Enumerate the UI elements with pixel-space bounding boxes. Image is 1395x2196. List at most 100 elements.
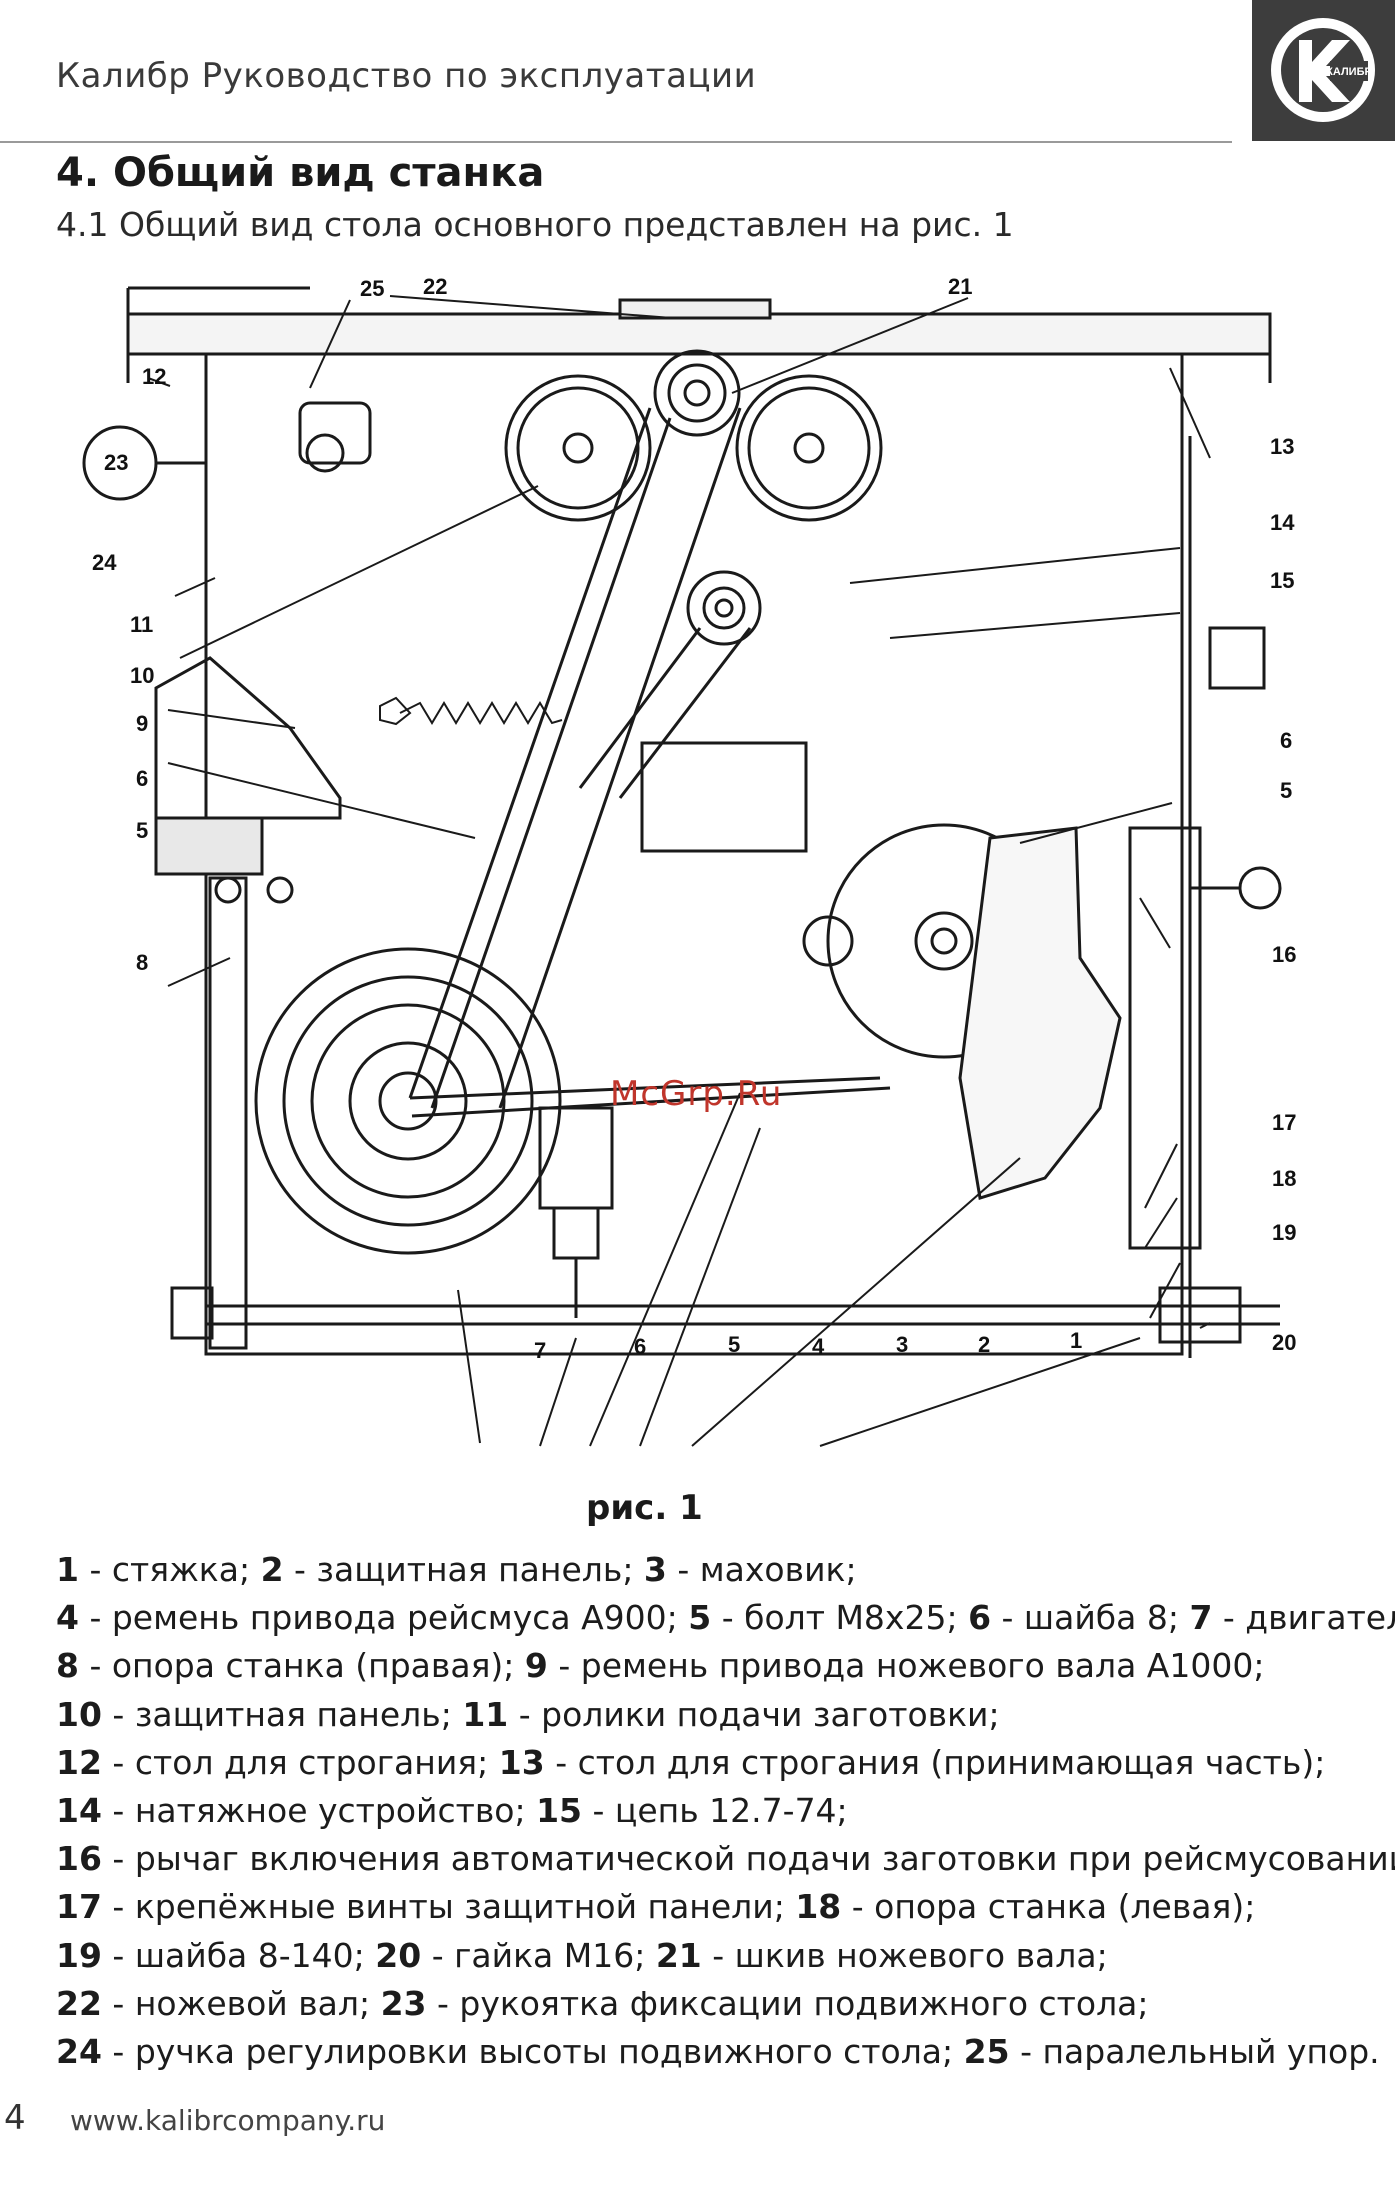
legend-part-number: 3: [643, 1550, 667, 1589]
legend-part-description: - рычаг включения автоматической подачи …: [101, 1839, 1395, 1879]
callout-label: 11: [130, 612, 153, 637]
legend-row: 10 - защитная панель; 11 - ролики подачи…: [56, 1691, 1395, 1739]
legend-part-description: - ролики подачи заготовки;: [508, 1694, 1000, 1734]
legend-part-number: 25: [963, 2031, 1010, 2071]
legend-row: 17 - крепёжные винты защитной панели; 18…: [56, 1883, 1395, 1931]
legend-part-number: 4: [56, 1598, 79, 1638]
callout-label: 24: [92, 550, 117, 575]
legend-row: 19 - шайба 8-140; 20 - гайка М16; 21 - ш…: [56, 1932, 1395, 1980]
callout-label: 9: [136, 711, 148, 736]
legend-part-description: - маховик;: [666, 1550, 857, 1589]
kalibr-logo: КАЛИБР: [1252, 0, 1395, 141]
callout-label: 3: [896, 1332, 908, 1357]
legend-part-number: 16: [56, 1839, 102, 1879]
legend-part-number: 15: [536, 1790, 583, 1830]
legend-part-number: 24: [56, 2031, 102, 2071]
legend-part-description: - шайба 8-140;: [101, 1935, 376, 1975]
legend-part-number: 10: [56, 1694, 102, 1734]
callout-label: 22: [423, 274, 447, 299]
machine-diagram: 25 22 21 12 13 23 14 24 15 11 10 9 6 6 5…: [60, 258, 1320, 1486]
legend-row: 22 - ножевой вал; 23 - рукоятка фиксации…: [56, 1980, 1395, 2028]
legend-part-description: - защитная панель;: [283, 1550, 644, 1589]
callout-label: 5: [728, 1332, 740, 1357]
callout-label: 25: [360, 276, 384, 301]
legend-part-description: - защитная панель;: [101, 1694, 463, 1734]
legend-part-number: 1: [56, 1550, 79, 1589]
legend-part-description: - стяжка;: [78, 1550, 261, 1589]
callout-label: 12: [142, 364, 166, 389]
callout-label: 20: [1272, 1330, 1296, 1355]
legend-part-number: 11: [462, 1694, 509, 1734]
callout-label: 1: [1070, 1328, 1082, 1353]
callout-label: 5: [136, 818, 148, 843]
legend-part-number: 19: [56, 1935, 102, 1975]
callout-label: 16: [1272, 942, 1296, 967]
legend-row: 8 - опора станка (правая); 9 - ремень пр…: [56, 1642, 1395, 1690]
legend-part-description: - шайба 8;: [991, 1598, 1190, 1638]
callout-label: 6: [1280, 728, 1292, 753]
page-number: 4: [4, 2098, 26, 2138]
legend-part-number: 8: [56, 1646, 79, 1686]
callout-label: 8: [136, 950, 148, 975]
callout-label: 13: [1270, 434, 1294, 459]
callout-label: 14: [1270, 510, 1295, 535]
legend-part-description: - двигатель;: [1222, 1598, 1395, 1638]
footer-url[interactable]: www.kalibrcompany.ru: [70, 2104, 386, 2137]
legend-part-number: 20: [375, 1935, 422, 1975]
callout-label: 4: [812, 1334, 825, 1359]
legend-part-description: - рукоятка фиксации подвижного стола;: [426, 1983, 1149, 2023]
legend-part-number: 23: [380, 1983, 427, 2023]
legend-part-description: - стол для строгания (принимающая часть)…: [544, 1742, 1326, 1782]
section-title: 4. Общий вид станка: [56, 150, 545, 196]
legend-part-number: 5: [688, 1598, 712, 1638]
callout-label: 19: [1272, 1220, 1296, 1245]
watermark: McGrp.Ru: [610, 1074, 783, 1114]
legend-part-description: - ручка регулировки высоты подвижного ст…: [101, 2031, 964, 2071]
document-header-title: Калибр Руководство по эксплуатации: [56, 56, 757, 96]
legend-row: 4 - ремень привода рейсмуса А900; 5 - бо…: [56, 1594, 1395, 1642]
svg-text:КАЛИБР: КАЛИБР: [1326, 66, 1372, 78]
callout-label: 10: [130, 663, 154, 688]
callout-label: 17: [1272, 1110, 1296, 1135]
legend-part-number: 18: [795, 1887, 842, 1927]
callout-label: 15: [1270, 568, 1294, 593]
legend-row: 24 - ручка регулировки высоты подвижного…: [56, 2028, 1395, 2076]
legend-part-number: 17: [56, 1887, 102, 1927]
figure-caption: рис. 1: [586, 1488, 703, 1528]
legend-part-description: - натяжное устройство;: [101, 1790, 537, 1830]
legend-part-number: 21: [655, 1935, 702, 1975]
legend-row: 14 - натяжное устройство; 15 - цепь 12.7…: [56, 1787, 1395, 1835]
legend-row: 12 - стол для строгания; 13 - стол для с…: [56, 1739, 1395, 1787]
legend-part-number: 9: [524, 1646, 548, 1686]
callout-label: 6: [634, 1334, 646, 1359]
legend-row: 1 - стяжка; 2 - защитная панель; 3 - мах…: [56, 1546, 1395, 1594]
legend-part-description: - крепёжные винты защитной панели;: [101, 1887, 796, 1927]
legend-part-description: - ремень привода ножевого вала А1000;: [547, 1646, 1265, 1686]
legend-part-number: 2: [260, 1550, 284, 1589]
legend-part-description: - шкив ножевого вала;: [701, 1935, 1108, 1975]
legend-part-description: - стол для строгания;: [101, 1742, 499, 1782]
parts-legend: 1 - стяжка; 2 - защитная панель; 3 - мах…: [56, 1546, 1395, 2076]
legend-part-description: - опора станка (левая);: [841, 1887, 1256, 1927]
callout-label: 21: [948, 274, 972, 299]
legend-part-number: 22: [56, 1983, 102, 2023]
callout-label: 5: [1280, 778, 1292, 803]
legend-part-description: - ножевой вал;: [101, 1983, 381, 2023]
callout-label: 7: [534, 1338, 546, 1363]
legend-part-number: 7: [1189, 1598, 1213, 1638]
legend-part-description: - гайка М16;: [421, 1935, 656, 1975]
callout-label: 18: [1272, 1166, 1296, 1191]
legend-part-description: - цепь 12.7-74;: [582, 1790, 848, 1830]
legend-part-number: 6: [968, 1598, 992, 1638]
callout-label: 2: [978, 1332, 990, 1357]
legend-part-description: - ремень привода рейсмуса А900;: [78, 1598, 689, 1638]
legend-part-number: 12: [56, 1742, 102, 1782]
legend-row: 16 - рычаг включения автоматической пода…: [56, 1835, 1395, 1883]
header-rule: [0, 141, 1232, 143]
callout-label: 6: [136, 766, 148, 791]
legend-part-number: 13: [498, 1742, 545, 1782]
legend-part-number: 14: [56, 1790, 102, 1830]
callout-label: 23: [104, 450, 128, 475]
legend-part-description: - опора станка (правая);: [78, 1646, 525, 1686]
legend-part-description: - паралельный упор.: [1009, 2031, 1380, 2071]
